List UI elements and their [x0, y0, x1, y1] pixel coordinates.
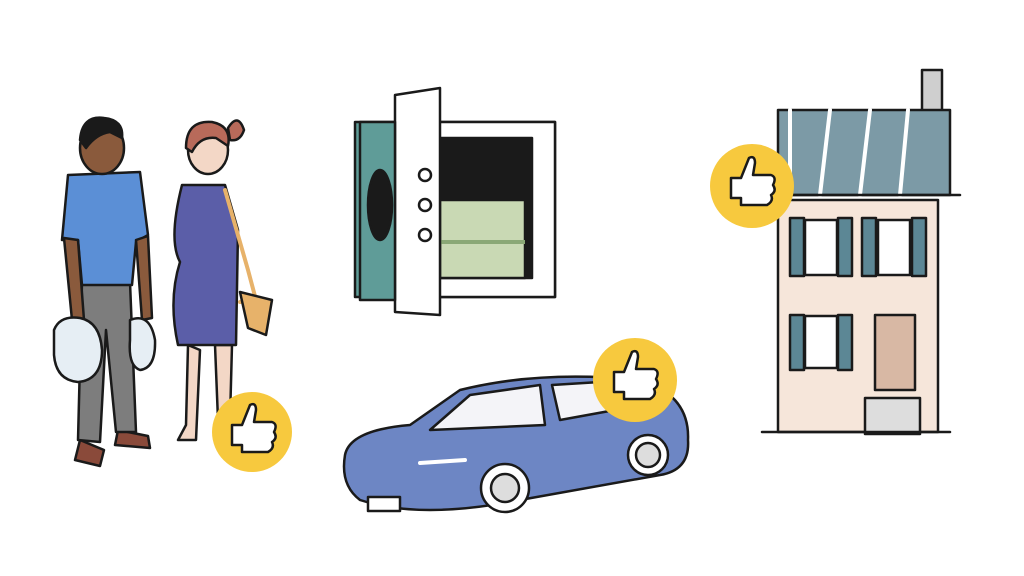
woman-figure	[172, 119, 274, 442]
thumbs-up-badge	[710, 144, 794, 228]
front-steps	[863, 396, 922, 436]
money-stacks	[438, 198, 527, 280]
thumbs-up-badge	[593, 338, 677, 422]
car-illustration	[342, 338, 690, 514]
couple-illustration	[52, 116, 292, 472]
thumbs-up-badge	[212, 392, 292, 472]
license-plate	[366, 495, 402, 513]
safe-door	[393, 86, 442, 317]
man-figure	[52, 116, 157, 468]
front-door	[873, 313, 917, 392]
safe-illustration	[353, 86, 557, 317]
house-illustration	[710, 68, 962, 436]
